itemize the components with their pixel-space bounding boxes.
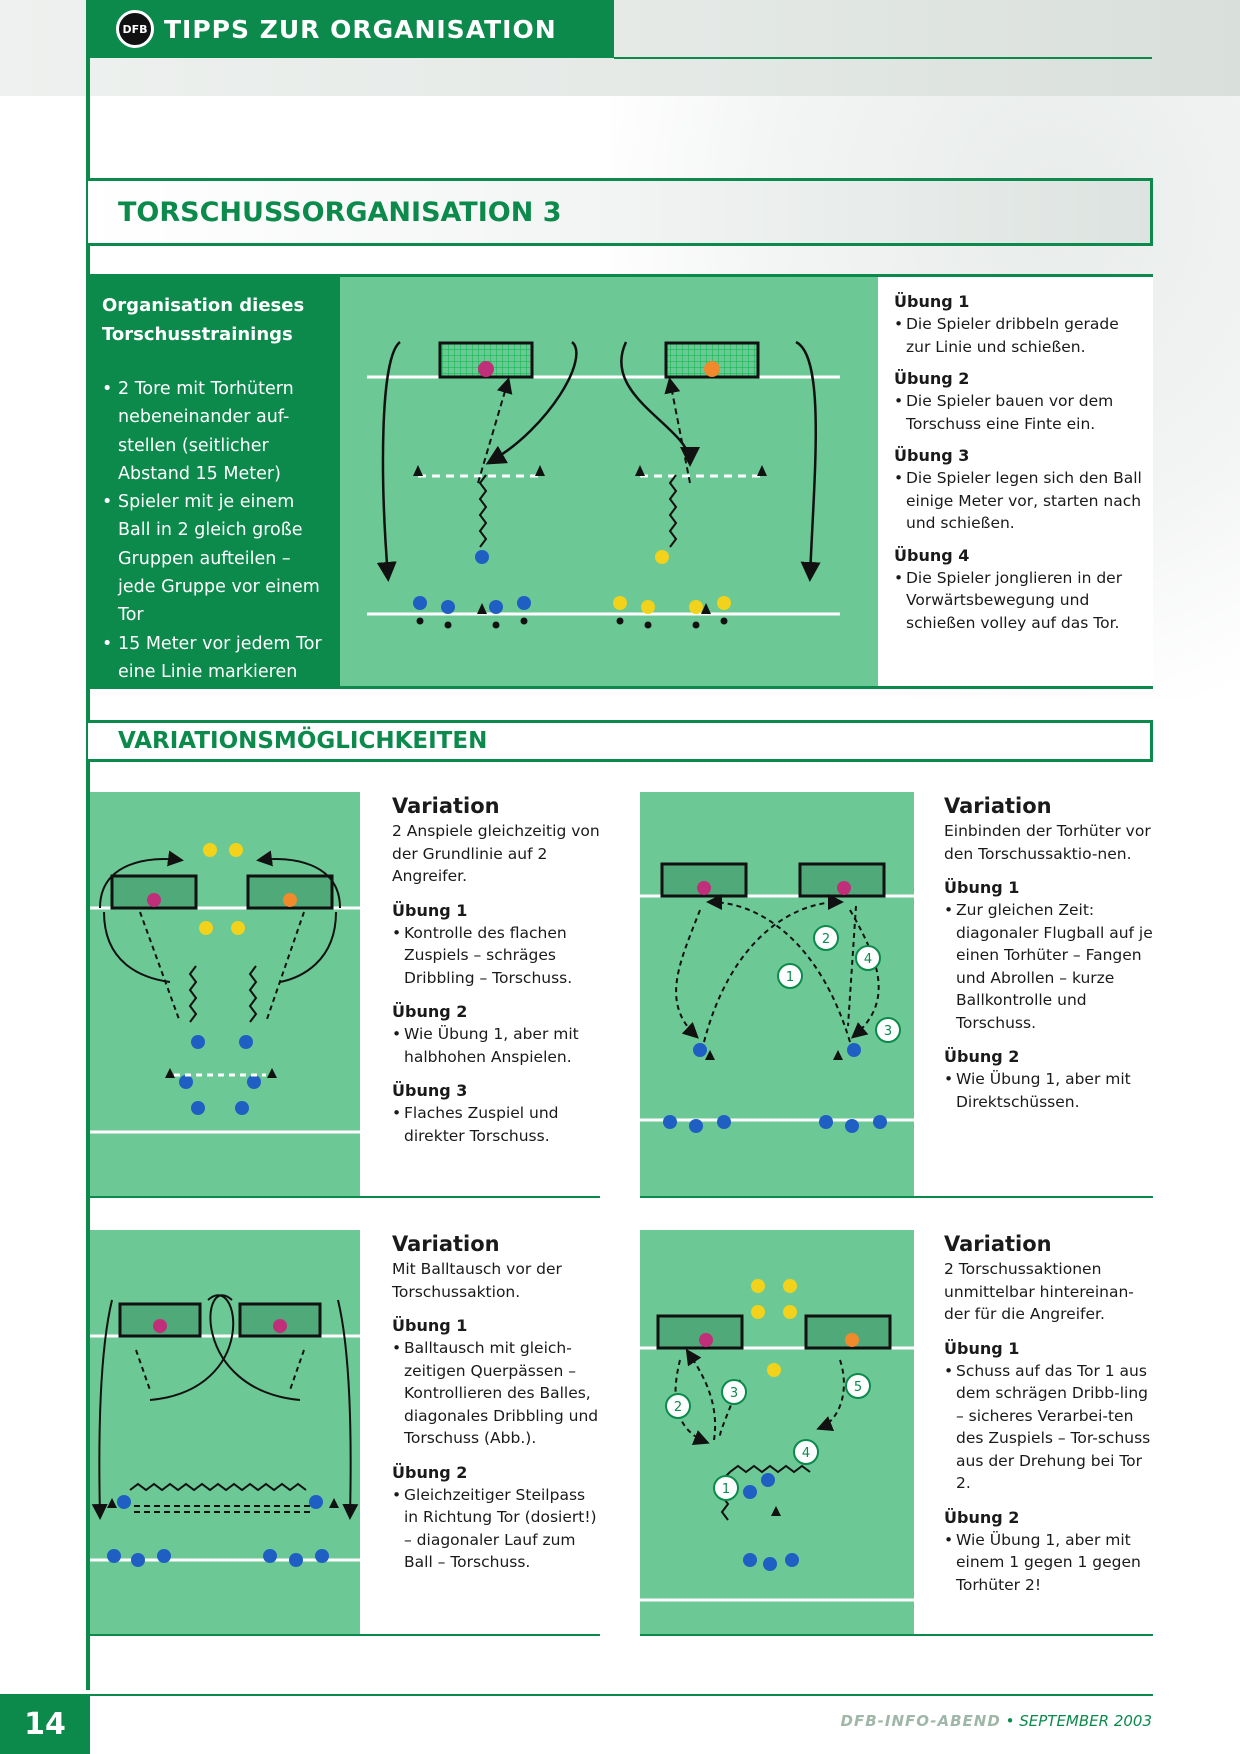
variation-2-text: Variation Einbinden der Torhüter vor den… [944,788,1154,1113]
footer-brand: DFB-INFO-ABEND [840,1712,1001,1730]
organisation-diagram [340,277,878,686]
variation-4-rule [640,1634,1153,1636]
variation-4-svg: 1 2 3 4 5 [640,1279,914,1602]
variation-4-text: Variation 2 Torschussaktionen unmittelba… [944,1226,1156,1596]
variation-intro: 2 Anspiele gleichzeitig von der Grundlin… [392,822,600,885]
variations-title-box: VARIATIONSMÖGLICHKEITEN [88,720,1153,762]
variation-heading: Variation [392,794,500,818]
variation-4-diagram: 1 2 3 4 5 [640,1230,914,1634]
marker-2: 2 [674,1400,682,1415]
marker-4: 4 [864,952,872,967]
exercise-title: Übung 2 [392,1462,468,1482]
variation-3-text: Variation Mit Balltausch vor der Torschu… [392,1226,604,1574]
exercise-text: Wie Übung 1, aber mit einem 1 gegen 1 ge… [944,1529,1156,1597]
goalkeeper-icon [478,361,494,377]
organisation-diagram-svg [367,340,840,629]
footer-text: DFB-INFO-ABEND • SEPTEMBER 2003 [841,1712,1152,1730]
marker-1: 1 [786,970,794,985]
exercise-title: Übung 1 [392,900,468,920]
exercise-title: Übung 3 [392,1081,468,1100]
goalkeeper-icon [704,361,720,377]
header-bar: DFB TIPPS ZUR ORGANISATION [90,0,614,58]
exercise-title: Übung 2 [894,369,970,388]
exercise-text: Die Spieler bauen vor dem Torschuss eine… [894,390,1145,435]
variation-3-diagram [90,1230,360,1634]
variation-1-svg [90,843,360,1134]
player-group-blue [413,596,531,614]
exercise-title: Übung 1 [894,292,970,311]
exercise-text: Wie Übung 1, aber mit halbhohen Anspiele… [392,1023,602,1068]
header-rule [614,57,1152,59]
variation-3-rule [90,1634,600,1636]
marker-5: 5 [854,1380,862,1395]
variation-heading: Variation [392,1232,500,1256]
exercise-title: Übung 2 [944,1047,1020,1066]
cone-icons [413,465,767,614]
variation-heading: Variation [944,794,1052,818]
page-number: 14 [0,1694,90,1754]
player-icon [655,550,669,564]
marker-4: 4 [802,1446,810,1461]
number-markers [777,925,901,1043]
org-top-rule [88,274,1153,277]
exercise-text: Wie Übung 1, aber mit Direktschüssen. [944,1068,1154,1113]
exercise-title: Übung 1 [944,1338,1020,1358]
exercise-title: Übung 2 [944,1507,1020,1527]
exercise-title: Übung 2 [392,1002,468,1021]
exercise-text: Die Spieler legen sich den Ball einige M… [894,467,1145,535]
variation-2-rule [640,1196,1153,1198]
exercise-text: Schuss auf das Tor 1 aus dem schrägen Dr… [944,1360,1156,1495]
exercise-text: Gleichzeitiger Steilpass in Richtung Tor… [392,1484,604,1574]
exercise-text: Balltausch mit gleich-zeitigen Querpässe… [392,1337,604,1450]
variation-1-rule [90,1196,600,1198]
variation-intro: 2 Torschussaktionen unmittelbar hinterei… [944,1260,1134,1323]
exercise-title: Übung 1 [392,1316,468,1335]
player-group-yellow [613,596,731,614]
player-icon [475,550,489,564]
section-title: TORSCHUSSORGANISATION 3 [118,196,562,228]
marker-3: 3 [730,1386,738,1401]
variation-1-diagram [90,792,360,1196]
variation-1-text: Variation 2 Anspiele gleichzeitig von de… [392,788,602,1147]
variation-heading: Variation [944,1232,1052,1256]
organisation-item: 2 Tore mit Torhütern nebeneinander auf-s… [102,375,328,488]
variation-3-svg [90,1294,360,1567]
org-bottom-rule [88,686,1153,689]
footer-rule [90,1694,1153,1696]
marker-3: 3 [884,1024,892,1039]
organisation-item: Spieler mit je einem Ball in 2 gleich gr… [102,488,328,629]
ball-icons [416,617,728,629]
organisation-item: 15 Meter vor jedem Tor eine Linie markie… [102,630,328,687]
organisation-panel: Organisation dieses Torschusstrainings 2… [88,277,340,686]
header-title: TIPPS ZUR ORGANISATION [164,14,557,44]
footer-separator: • [1005,1712,1015,1730]
number-markers [665,1373,871,1501]
organisation-heading: Organisation dieses Torschusstrainings [102,295,305,345]
exercise-text: Die Spieler dribbeln gerade zur Linie un… [894,313,1145,358]
exercise-title: Übung 3 [894,446,970,465]
logo-text: DFB [122,22,148,36]
variation-intro: Mit Balltausch vor der Torschussaktion. [392,1260,562,1301]
variation-intro: Einbinden der Torhüter vor den Torschuss… [944,822,1151,863]
exercise-text: Die Spieler jonglieren in der Vorwärtsbe… [894,567,1145,635]
variation-2-svg: 1 2 3 4 [640,862,914,1133]
exercise-title: Übung 4 [894,545,970,565]
left-margin-rule [86,0,90,1690]
exercise-text: Zur gleichen Zeit: diagonaler Flugball a… [944,899,1154,1034]
exercise-text: Kontrolle des flachen Zuspiels – schräge… [392,922,602,990]
variations-title: VARIATIONSMÖGLICHKEITEN [118,728,488,754]
dfb-logo-icon: DFB [116,10,154,48]
marker-2: 2 [822,932,830,947]
section-title-box: TORSCHUSSORGANISATION 3 [88,178,1153,246]
footer-date: SEPTEMBER 2003 [1019,1712,1152,1730]
exercise-title: Übung 1 [944,878,1020,897]
organisation-list: 2 Tore mit Torhütern nebeneinander auf-s… [102,375,328,686]
variation-2-diagram: 1 2 3 4 [640,792,914,1196]
marker-1: 1 [722,1482,730,1497]
exercise-text: Flaches Zuspiel und direkter Torschuss. [392,1102,602,1147]
exercise-panel: Übung 1 Die Spieler dribbeln gerade zur … [878,277,1153,686]
